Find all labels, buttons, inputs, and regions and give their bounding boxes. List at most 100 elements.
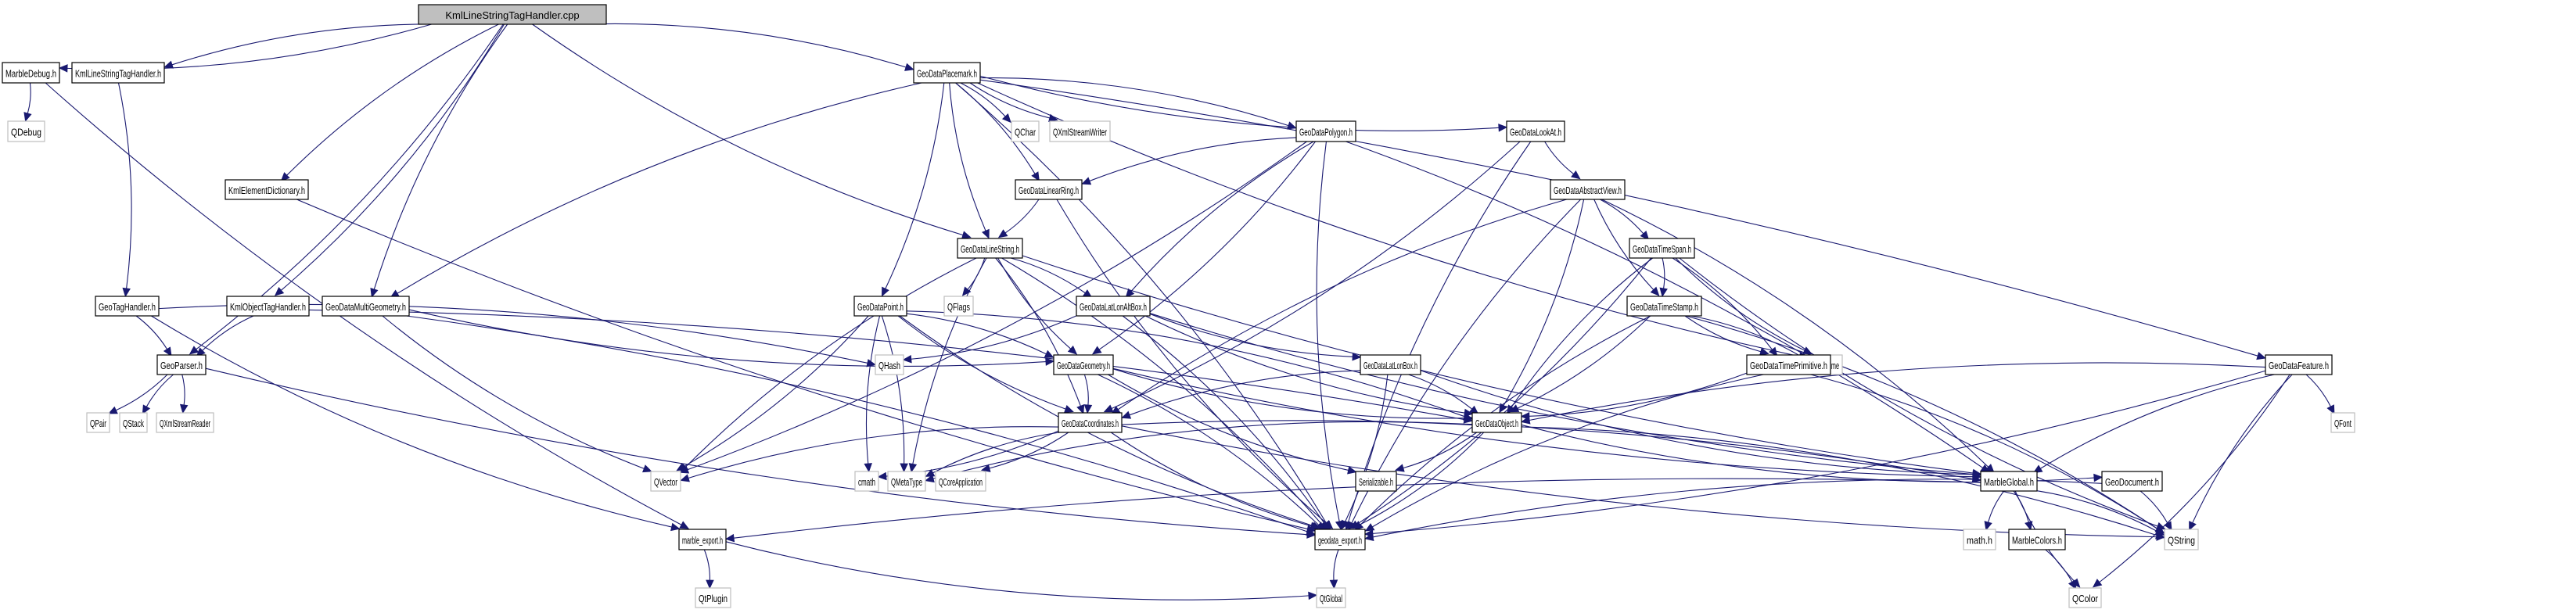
edge-line: [1593, 199, 1654, 291]
edge-geodatalatlonbox-h-to-geodatacoordinates-h: [1121, 370, 1361, 419]
node-geodatalatlonaltbox-h[interactable]: GeoDataLatLonAltBox.h: [1076, 296, 1151, 317]
node-box: [2068, 587, 2102, 608]
edge-geodatafeature-h-to-qfont: [2305, 374, 2335, 415]
arrowhead-icon: [1571, 170, 1581, 180]
edge-geodataabstractview-h-to-geodatatimespan-h: [1600, 199, 1650, 241]
edge-line: [1129, 370, 1361, 416]
node-marblecolors-h[interactable]: MarbleColors.h: [2008, 529, 2066, 550]
edge-line: [979, 79, 2258, 357]
edge-geodatapolygon-h-to-geodata-export-h: [1316, 141, 1344, 531]
edge-line: [1010, 257, 1086, 294]
node-label: QFont: [2334, 418, 2351, 429]
node-box: [418, 4, 607, 25]
node-box: [1314, 529, 1366, 550]
arrowhead-icon: [961, 231, 972, 239]
edge-line: [406, 315, 1308, 532]
node-geodata-export-h[interactable]: geodata_export.h: [1314, 529, 1366, 550]
edge-geodatalatlonaltbox-h-to-geodataobject-h: [1144, 315, 1474, 418]
arrowhead-icon: [1759, 347, 1769, 356]
node-geodatalinestring-h[interactable]: GeoDataLineString.h: [957, 238, 1023, 259]
edge-line: [912, 257, 987, 464]
node-geodatatimespan-h[interactable]: GeoDataTimeSpan.h: [1629, 238, 1695, 259]
node-box: [2265, 354, 2333, 375]
node-geodatalookat-h[interactable]: GeoDataLookAt.h: [1506, 120, 1565, 142]
node-geodatacoordinates-h[interactable]: GeoDataCoordinates.h: [1058, 412, 1123, 433]
edge-line: [683, 315, 869, 468]
node-marbledebug-h[interactable]: MarbleDebug.h: [2, 62, 60, 84]
arrowhead-icon: [1640, 230, 1650, 241]
node-box: [226, 296, 310, 317]
arrowhead-icon: [680, 474, 690, 482]
edge-line: [2045, 549, 2073, 583]
node-geodatalatlonbox-h[interactable]: GeoDataLatLonBox.h: [1360, 354, 1421, 375]
edge-line: [725, 541, 1310, 600]
arrowhead-icon: [706, 579, 714, 590]
edge-geoparser-h-to-qstack: [142, 374, 174, 415]
node-geodatafeature-h[interactable]: GeoDataFeature.h: [2265, 354, 2333, 375]
edge-kmllinestringtaghandler-cpp-to-kmllinestringtaghandler-h: [163, 23, 447, 69]
node-kmllinestringtaghandler-h[interactable]: KmlLineStringTagHandler.h: [71, 62, 165, 84]
node-box: [1550, 179, 1626, 200]
edge-line: [1108, 374, 1349, 471]
node-marbleglobal-h[interactable]: MarbleGlobal.h: [1980, 471, 2038, 492]
node-geodatageometry-h[interactable]: GeoDataGeometry.h: [1053, 354, 1114, 375]
node-geodataobject-h[interactable]: GeoDataObject.h: [1471, 412, 1522, 433]
arrowhead-icon: [1308, 591, 1318, 600]
node-geodatamultigeometry-h[interactable]: GeoDataMultiGeometry.h: [322, 296, 410, 317]
edge-line: [1056, 199, 1328, 524]
edge-line: [932, 421, 1473, 479]
edge-geotaghandler-h-to-marble-export-h: [151, 315, 681, 532]
edge-geodatafeature-h-to-qcolor: [2092, 374, 2290, 588]
node-geotaghandler-h[interactable]: GeoTagHandler.h: [95, 296, 160, 317]
edge-geodataplacemark-h-to-qxmlstreamwriter: [969, 82, 1058, 122]
arrowhead-icon: [1520, 416, 1531, 425]
node-box: [913, 62, 981, 84]
node-label: math.h: [1967, 535, 1992, 547]
node-geodataplacemark-h[interactable]: GeoDataPlacemark.h: [913, 62, 981, 84]
node-geodataabstractview-h[interactable]: GeoDataAbstractView.h: [1550, 179, 1626, 200]
edge-marbleglobal-h-to-qstring: [2036, 490, 2165, 536]
edge-line: [960, 82, 1006, 117]
node-box: [2330, 412, 2355, 433]
edge-marbleglobal-h-to-math-h: [1984, 490, 2005, 531]
edge-geodatapoint-h-to-cmath: [864, 315, 881, 473]
edge-geodatalatlonaltbox-h-to-geodata-export-h: [1122, 315, 1330, 532]
edge-kmllinestringtaghandler-h-to-geotaghandler-h: [117, 82, 132, 298]
node-label: GeoDataMultiGeometry.h: [325, 301, 406, 313]
node-serializable-h[interactable]: Serializable.h: [1355, 471, 1397, 492]
edge-line: [911, 315, 1077, 360]
node-label: QtGlobal: [1320, 593, 1342, 604]
node-kmlelementdictionary-h[interactable]: KmlElementDictionary.h: [225, 179, 309, 200]
edge-line: [373, 23, 508, 290]
node-geodatapolygon-h[interactable]: GeoDataPolygon.h: [1295, 120, 1356, 142]
node-geodatatimestamp-h[interactable]: GeoDataTimeStamp.h: [1626, 296, 1702, 317]
node-marble-export-h[interactable]: marble_export.h: [678, 529, 727, 550]
edge-line: [408, 309, 1047, 367]
edge-line: [286, 23, 499, 176]
edge-geodatageometry-h-to-serializable-h: [1108, 374, 1357, 475]
edge-line: [969, 82, 1051, 119]
edge-line: [997, 257, 1072, 350]
edge-geodataobject-h-to-serializable-h: [1394, 432, 1478, 472]
arrowhead-icon: [864, 463, 872, 473]
edge-line: [205, 367, 1308, 536]
node-kmllinestringtaghandler-cpp[interactable]: KmlLineStringTagHandler.cpp: [418, 4, 607, 25]
node-box: [1011, 120, 1040, 142]
arrowhead-icon: [676, 462, 687, 471]
node-kmlobjecttaghandler-h[interactable]: KmlObjectTagHandler.h: [226, 296, 310, 317]
edge-line: [1686, 315, 2158, 529]
node-geodatapoint-h[interactable]: GeoDataPoint.h: [853, 296, 907, 317]
node-geoparser-h[interactable]: GeoParser.h: [156, 354, 207, 375]
edge-line: [1810, 374, 2158, 529]
node-geodatatimeprimitive-h[interactable]: GeoDataTimePrimitive.h: [1746, 354, 1831, 375]
node-box: [1355, 471, 1397, 492]
node-geodatalinearring-h[interactable]: GeoDataLinearRing.h: [1015, 179, 1083, 200]
arrowhead-icon: [189, 346, 199, 355]
node-label: GeoDataLineString.h: [961, 243, 1019, 255]
nodes-layer: KmlLineStringTagHandler.cppMarbleDebug.h…: [2, 4, 2355, 608]
node-label: QChar: [1015, 127, 1036, 138]
edge-line: [687, 141, 1307, 471]
arrowhead-icon: [179, 403, 189, 414]
node-geodocument-h[interactable]: GeoDocument.h: [2101, 471, 2163, 492]
edge-marbledebug-h-to-qdebug: [23, 82, 32, 122]
